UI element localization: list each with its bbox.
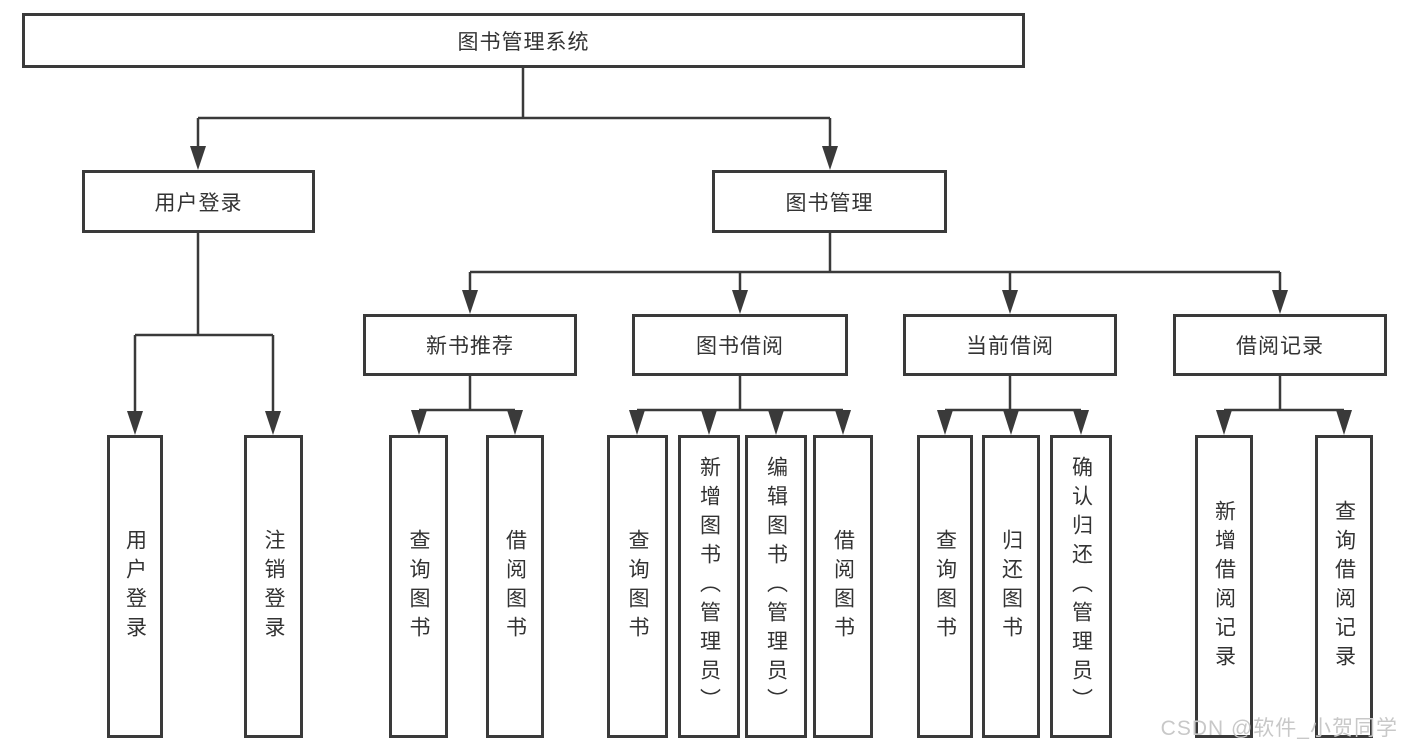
node-root-label: 图书管理系统 <box>457 30 590 54</box>
arrowhead-icon <box>1216 410 1232 435</box>
connector-lines <box>133 68 1344 414</box>
leaf-query-books-1: 查询图书 <box>389 435 448 738</box>
leaf-add-borrow-record-label: 新增借阅记录 <box>1212 499 1236 674</box>
node-current-borrow-label: 当前借阅 <box>966 335 1054 358</box>
arrowhead-icon <box>937 410 953 435</box>
arrowhead-icon <box>265 411 281 435</box>
node-new-book-recommend: 新书推荐 <box>363 314 577 376</box>
leaf-borrow-books-1: 借阅图书 <box>486 435 544 738</box>
arrowhead-icon <box>190 146 206 170</box>
arrowhead-icon <box>1336 410 1352 435</box>
arrowhead-icon <box>732 290 748 314</box>
node-book-management-label: 图书管理 <box>785 191 874 215</box>
leaf-query-borrow-record-label: 查询借阅记录 <box>1332 499 1356 674</box>
leaf-add-books-admin: 新增图书（管理员） <box>678 435 740 738</box>
leaf-user-login-label: 用户登录 <box>123 528 147 645</box>
arrowhead-icon <box>701 410 717 435</box>
arrowhead-icon <box>835 410 851 435</box>
csdn-watermark: CSDN @软件_小贺同学 <box>1160 717 1398 740</box>
leaf-borrow-books-2: 借阅图书 <box>813 435 873 738</box>
leaf-query-books-3: 查询图书 <box>917 435 973 738</box>
leaf-edit-books-admin-label: 编辑图书（管理员） <box>764 456 788 717</box>
leaf-user-login: 用户登录 <box>107 435 163 738</box>
arrowhead-icon <box>1073 410 1089 435</box>
arrowhead-icon <box>1003 410 1019 435</box>
arrowhead-icon <box>1272 290 1288 314</box>
arrowhead-icon <box>1002 290 1018 314</box>
arrowheads <box>127 146 1352 435</box>
leaf-return-books: 归还图书 <box>982 435 1040 738</box>
leaf-logout: 注销登录 <box>244 435 303 738</box>
node-book-management: 图书管理 <box>712 170 947 233</box>
node-borrow-records-label: 借阅记录 <box>1236 335 1324 358</box>
leaf-return-books-label: 归还图书 <box>999 528 1023 645</box>
node-book-borrow-label: 图书借阅 <box>696 335 784 358</box>
leaf-add-books-admin-label: 新增图书（管理员） <box>697 456 721 717</box>
node-user-login-label: 用户登录 <box>154 191 243 215</box>
node-current-borrow: 当前借阅 <box>903 314 1117 376</box>
node-book-borrow: 图书借阅 <box>632 314 848 376</box>
leaf-query-books-3-label: 查询图书 <box>933 528 957 645</box>
arrowhead-icon <box>462 290 478 314</box>
leaf-logout-label: 注销登录 <box>262 528 285 645</box>
arrowhead-icon <box>411 410 427 435</box>
arrowhead-icon <box>507 410 523 435</box>
arrowhead-icon <box>127 411 143 435</box>
leaf-query-books-2-label: 查询图书 <box>626 528 649 645</box>
leaf-borrow-books-1-label: 借阅图书 <box>503 528 527 645</box>
leaf-query-borrow-record: 查询借阅记录 <box>1315 435 1373 738</box>
node-root: 图书管理系统 <box>22 13 1025 68</box>
node-borrow-records: 借阅记录 <box>1173 314 1387 376</box>
leaf-borrow-books-2-label: 借阅图书 <box>831 528 855 645</box>
leaf-confirm-return-admin: 确认归还（管理员） <box>1050 435 1112 738</box>
node-user-login: 用户登录 <box>82 170 315 233</box>
leaf-confirm-return-admin-label: 确认归还（管理员） <box>1069 456 1093 717</box>
leaf-edit-books-admin: 编辑图书（管理员） <box>745 435 807 738</box>
leaf-query-books-2: 查询图书 <box>607 435 668 738</box>
leaf-add-borrow-record: 新增借阅记录 <box>1195 435 1253 738</box>
arrowhead-icon <box>629 410 645 435</box>
arrowhead-icon <box>822 146 838 170</box>
arrowhead-icon <box>768 410 784 435</box>
node-new-book-recommend-label: 新书推荐 <box>426 335 514 358</box>
leaf-query-books-1-label: 查询图书 <box>407 528 430 645</box>
